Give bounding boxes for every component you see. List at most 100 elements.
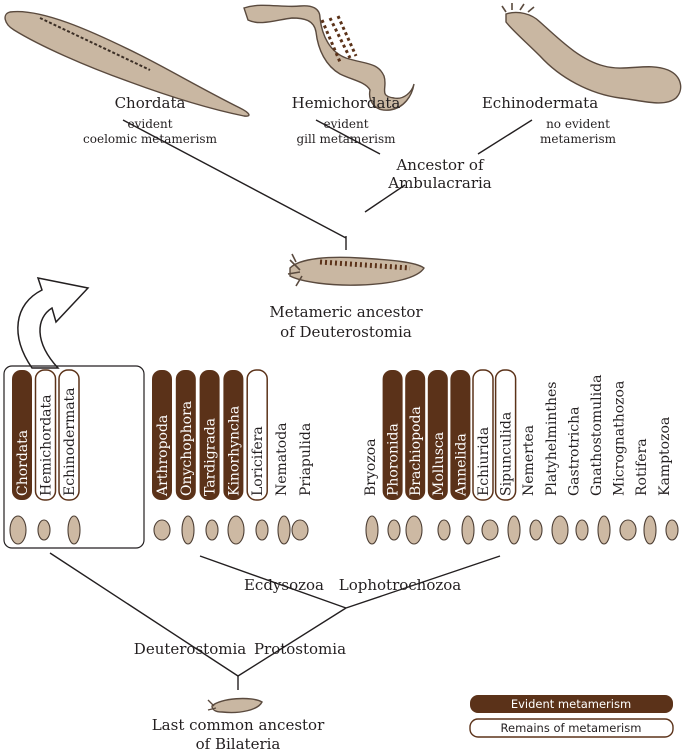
branch-chordata: [122, 119, 347, 239]
taxon-mini-illustration: [181, 515, 195, 545]
taxon-mini-illustration: [9, 515, 27, 545]
hemichordata-note-1: evident: [323, 117, 368, 131]
echinodermata-note-2: metamerism: [540, 132, 617, 146]
taxon-mini-illustration: [507, 515, 521, 545]
taxon-label-echinodermata: Echinodermata: [62, 387, 78, 496]
chordata-note-2: coelomic metamerism: [83, 132, 218, 146]
echinodermata-note-1: no evident: [546, 117, 610, 131]
taxon-pill-mollusca: [427, 370, 448, 500]
branch-deuterostomia: [49, 552, 239, 677]
taxon-label-mollusca: Mollusca: [431, 432, 447, 496]
legend-evident-swatch: [470, 695, 673, 713]
taxon-label-tardigrada: Tardigrada: [203, 418, 219, 496]
taxon-pill-kinorhyncha: [223, 370, 244, 500]
taxon-pill-sipunculida: [494, 369, 517, 501]
taxon-pill-phoronida: [382, 370, 403, 500]
legend-remains-label: Remains of metamerism: [501, 721, 642, 735]
taxon-mini-illustration: [205, 519, 219, 541]
taxon-mini-illustration: [153, 519, 171, 541]
echinodermata-top-label: Echinodermata: [482, 94, 598, 112]
deut-ancestor-label-2: of Deuterostomia: [280, 323, 412, 341]
bilateria-ancestor-illustration: [207, 697, 263, 714]
taxon-mini-illustration: [291, 519, 309, 541]
taxon-mini-illustration: [665, 519, 679, 541]
taxon-label-annelida: Annelida: [453, 433, 469, 497]
taxon-label-hemichordata: Hemichordata: [39, 394, 55, 496]
taxon-label-chordata: Chordata: [15, 430, 31, 496]
chordata-note-1: evident: [127, 117, 172, 131]
taxon-label-kinorhyncha: Kinorhyncha: [226, 406, 242, 496]
taxon-label-rotifera: Rotifera: [634, 438, 650, 496]
taxon-mini-illustration: [227, 515, 245, 545]
taxon-pill-echiurida: [472, 369, 494, 501]
hemichordata-animal-illustration: [243, 4, 415, 111]
taxon-mini-illustration: [405, 515, 423, 545]
hemichordata-top-label: Hemichordata: [292, 94, 401, 112]
ecdysozoa-taxa-group: Arthropoda Onychophora Tardigrada Kinorhync…: [152, 369, 314, 501]
taxon-label-micrognathozoa: Micrognathozoa: [612, 381, 628, 496]
metameric-ancestor-illustration: [287, 253, 425, 287]
taxon-pill-tardigrada: [199, 370, 220, 500]
taxon-mini-illustration: [575, 519, 589, 541]
taxon-pill-hemichordata: [34, 369, 57, 501]
taxon-pill-annelida: [450, 370, 471, 500]
taxon-pill-arthropoda: [152, 370, 172, 500]
taxon-label-brachiopoda: Brachiopoda: [408, 406, 424, 496]
taxon-label-kamptozoa: Kamptozoa: [657, 417, 673, 496]
taxon-mini-illustration: [481, 519, 499, 541]
deuterostomia-taxa-group: Chordata Hemichordata Echinodermata: [12, 369, 80, 501]
ambulacraria-label-2: Ambulacraria: [387, 174, 492, 192]
taxon-mini-illustration: [67, 515, 81, 545]
branch-ambulacraria: [364, 184, 406, 213]
taxon-mini-illustration: [255, 519, 269, 541]
legend: Evident metamerism Remains of metamerism: [469, 695, 674, 738]
taxon-label-gnathostomulida: Gnathostomulida: [589, 375, 605, 496]
taxon-mini-illustration: [529, 519, 543, 541]
taxon-mini-illustration: [277, 515, 291, 545]
ecdysozoa-label: Ecdysozoa: [244, 576, 324, 594]
lca-label-2: of Bilateria: [196, 735, 281, 753]
taxa-mini-illustrations: [9, 515, 679, 545]
taxon-pill-onychophora: [175, 370, 196, 500]
taxon-mini-illustration: [437, 519, 451, 541]
deuterostomia-box: [3, 365, 145, 549]
taxon-label-nematoda: Nematoda: [274, 422, 290, 496]
branch-echinodermata: [477, 119, 533, 155]
taxon-mini-illustration: [597, 515, 611, 545]
taxon-label-gastrotricha: Gastrotricha: [566, 407, 582, 496]
taxon-label-priapulida: Priapulida: [298, 423, 314, 496]
taxon-mini-illustration: [365, 515, 379, 545]
protostomia-label: Protostomia: [254, 640, 346, 658]
legend-evident-label: Evident metamerism: [511, 697, 631, 711]
chordata-top-label: Chordata: [115, 94, 186, 112]
taxon-label-arthropoda: Arthropoda: [155, 415, 171, 497]
taxon-label-sipunculida: Sipunculida: [499, 412, 515, 496]
taxon-label-echiurida: Echiurida: [476, 427, 492, 496]
taxon-label-phoronida: Phoronida: [386, 423, 402, 496]
echinodermata-animal-illustration: [501, 3, 682, 104]
branch-protostomia: [237, 607, 347, 677]
deuterostomia-label: Deuterostomia: [134, 640, 246, 658]
lca-label-1: Last common ancestor: [152, 716, 325, 734]
curved-arrow-icon: [17, 277, 90, 369]
hemichordata-note-2: gill metamerism: [296, 132, 396, 146]
taxon-pill-loricifera: [246, 369, 268, 501]
branch-lophotrochozoa: [345, 555, 501, 609]
deut-ancestor-label-1: Metameric ancestor: [269, 303, 423, 321]
taxon-mini-illustration: [619, 519, 637, 541]
taxon-label-onychophora: Onychophora: [179, 401, 195, 496]
branch-ecdysozoa: [199, 555, 347, 609]
lophotrochozoa-label: Lophotrochozoa: [339, 576, 462, 594]
taxon-pill-brachiopoda: [405, 370, 426, 500]
taxon-mini-illustration: [387, 519, 401, 541]
legend-remains-swatch: [469, 718, 674, 738]
taxon-label-nemertea: Nemertea: [521, 425, 537, 496]
taxon-pill-echinodermata: [58, 369, 80, 501]
taxon-pill-chordata: [12, 370, 32, 500]
ambulacraria-label-1: Ancestor of: [395, 156, 484, 174]
taxon-mini-illustration: [643, 515, 657, 545]
chordata-animal-illustration: [4, 10, 250, 117]
